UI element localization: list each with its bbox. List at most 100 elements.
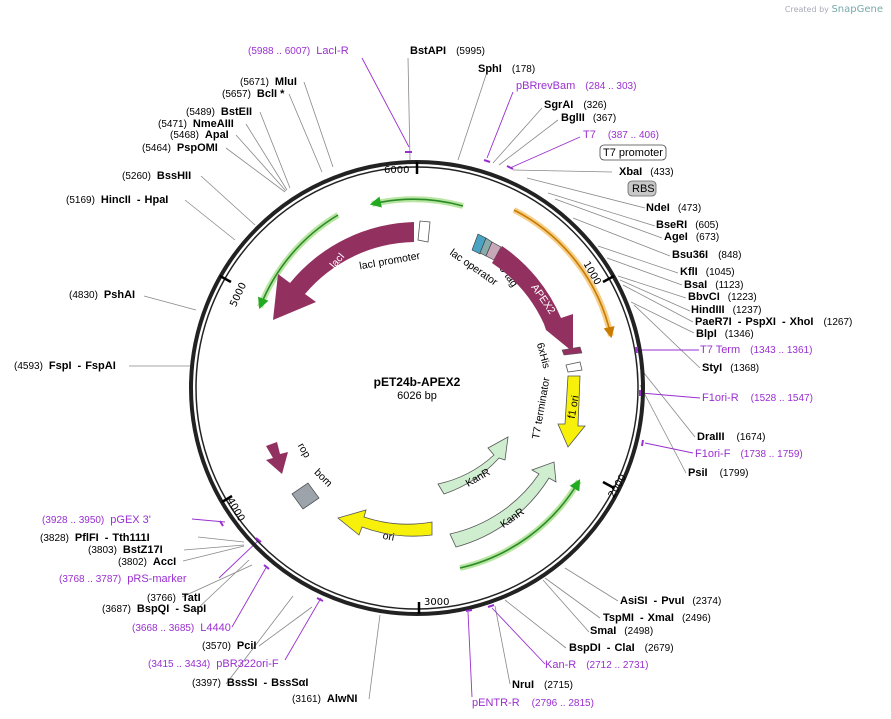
svg-text:(3803)BstZ17I: (3803)BstZ17I <box>88 544 163 556</box>
KanR-feature-1 <box>437 436 509 495</box>
plasmid-name: pET24b-APEX2 <box>374 375 461 389</box>
svg-text:(3161)AlwNI: (3161)AlwNI <box>292 693 357 705</box>
credit-text: Created by <box>784 5 829 14</box>
lacI-feature <box>273 222 414 320</box>
svg-text:(3768 .. 3787)pRS-marker: (3768 .. 3787)pRS-marker <box>59 573 187 585</box>
tick-3000: 3000 <box>424 597 449 608</box>
svg-text:SmaI(2498): SmaI(2498) <box>590 625 653 637</box>
svg-text:F1ori-R(1528 .. 1547): F1ori-R(1528 .. 1547) <box>702 392 813 404</box>
svg-text:(5464)PspOMI: (5464)PspOMI <box>142 142 218 154</box>
lacI-promoter-feature <box>417 220 431 243</box>
svg-text:F1ori-F(1738 .. 1759): F1ori-F(1738 .. 1759) <box>695 448 803 460</box>
enzyme-BstAPI: BstAPI <box>410 45 446 57</box>
svg-text:(4830)PshAI: (4830)PshAI <box>69 289 135 301</box>
svg-text:(5657)BclI *: (5657)BclI * <box>222 88 285 100</box>
svg-text:T7(387 .. 406): T7(387 .. 406) <box>583 129 659 141</box>
svg-text:(5169)HincII-HpaI: (5169)HincII-HpaI <box>66 194 168 206</box>
enzyme-labels: BstAPI(5995) SphI(178) SgrAI(326) BglII(… <box>14 45 852 705</box>
enzyme-MluI: MluI <box>275 76 297 88</box>
svg-text:(5671)MluI: (5671)MluI <box>240 76 297 88</box>
svg-text:KflI(1045): KflI(1045) <box>680 266 735 278</box>
primer-F1ori-R: F1ori-R <box>702 392 739 404</box>
primer-LacI-R: LacI-R <box>316 45 348 57</box>
T7-terminator-label: T7 terminator <box>530 376 553 440</box>
brand-name: SnapGene <box>831 4 883 15</box>
enzyme-BstEII: BstEII <box>221 106 252 118</box>
enzyme-BssSI: BssSI <box>227 677 258 689</box>
tick-5000: 5000 <box>228 281 249 309</box>
svg-text:BstAPI(5995): BstAPI(5995) <box>410 45 485 57</box>
enzyme-NmeAIII: NmeAIII <box>193 118 234 130</box>
f1-ori-feature <box>557 375 586 448</box>
lac-operator-feature <box>471 233 502 261</box>
primer-pENTR-R: pENTR-R <box>472 697 520 709</box>
T7-promoter-box <box>599 144 667 161</box>
svg-text:pBRrevBam(284 .. 303): pBRrevBam(284 .. 303) <box>516 80 636 92</box>
ori-feature <box>337 509 433 537</box>
enzyme-PflFI: PflFI <box>75 532 99 544</box>
svg-text:(3668 .. 3685)L4440: (3668 .. 3685)L4440 <box>132 622 231 634</box>
primer-marks <box>219 151 644 612</box>
svg-text:BglII(367): BglII(367) <box>561 112 616 124</box>
enzyme-BssHII: BssHII <box>157 170 191 182</box>
svg-text:(3570)PciI: (3570)PciI <box>202 640 256 652</box>
svg-text:PaeR7I-PspXI-XhoI(1267): PaeR7I-PspXI-XhoI(1267) <box>695 316 852 328</box>
enzyme-SgrAI: SgrAI <box>544 99 573 111</box>
RBS-label: RBS <box>632 183 655 195</box>
svg-text:(3766)TatI: (3766)TatI <box>147 592 201 604</box>
6xHis-feature <box>561 346 583 356</box>
RBS-box <box>627 180 657 197</box>
primer-pRS-marker: pRS-marker <box>127 573 187 585</box>
enzyme-FspI: FspI <box>49 360 72 372</box>
svg-text:TspMI-XmaI(2496): TspMI-XmaI(2496) <box>603 612 711 624</box>
enzyme-PsiI: PsiI <box>688 467 708 479</box>
svg-text:(3828)PflFI-Tth111I: (3828)PflFI-Tth111I <box>40 532 150 544</box>
enzyme-HincII: HincII <box>101 194 131 206</box>
svg-text:BsaI(1123): BsaI(1123) <box>684 279 743 291</box>
primer-F1ori-F: F1ori-F <box>695 448 731 460</box>
bom-feature <box>291 482 320 510</box>
svg-text:(3687)BspQI-SapI: (3687)BspQI-SapI <box>102 603 206 615</box>
svg-text:T7 Term(1343 .. 1361): T7 Term(1343 .. 1361) <box>700 344 812 356</box>
svg-text:StyI(1368): StyI(1368) <box>702 362 759 374</box>
enzyme-StyI: StyI <box>702 362 722 374</box>
svg-text:(5471)NmeAIII: (5471)NmeAIII <box>158 118 234 130</box>
primer-leader-lines <box>191 57 701 698</box>
svg-text:BlpI(1346): BlpI(1346) <box>696 328 754 340</box>
enzyme-BspQI: BspQI <box>137 603 169 615</box>
enzyme-PaeR7I: PaeR7I <box>695 316 732 328</box>
tick-6000: 6000 <box>384 165 409 176</box>
enzyme-NruI: NruI <box>512 679 534 691</box>
enzyme-SmaI: SmaI <box>590 625 616 637</box>
enzyme-AgeI: AgeI <box>664 231 688 243</box>
enzyme-HindIII: HindIII <box>691 304 725 316</box>
enzyme-BglII: BglII <box>561 112 585 124</box>
primer-labels: (5988 .. 6007)LacI-R pBRrevBam(284 .. 30… <box>42 45 813 709</box>
svg-text:XbaI(433): XbaI(433) <box>619 166 674 178</box>
svg-text:(5468)ApaI: (5468)ApaI <box>170 129 229 141</box>
ori-label: ori <box>382 530 396 544</box>
svg-text:PsiI(1799): PsiI(1799) <box>688 467 748 479</box>
svg-text:(4593)FspI-FspAI: (4593)FspI-FspAI <box>14 360 116 372</box>
enzyme-NdeI: NdeI <box>646 202 670 214</box>
T7-terminator-feature <box>565 361 583 373</box>
primer-T7: T7 <box>583 129 596 141</box>
lacI-promoter-label: lacI promoter <box>358 250 421 273</box>
enzyme-PspOMI: PspOMI <box>177 142 218 154</box>
leader-lines <box>129 57 701 700</box>
enzyme-KflI: KflI <box>680 266 698 278</box>
svg-text:BseRI(605): BseRI(605) <box>656 219 719 231</box>
KanR-arc <box>459 479 581 569</box>
svg-text:NdeI(473): NdeI(473) <box>646 202 701 214</box>
svg-text:(5260)BssHII: (5260)BssHII <box>122 170 191 182</box>
enzyme-SphI: SphI <box>478 63 502 75</box>
enzyme-ApaI: ApaI <box>205 129 229 141</box>
enzyme-AccI: AccI <box>153 556 176 568</box>
primer-pBRrevBam: pBRrevBam <box>516 80 575 92</box>
bom-label: bom <box>312 467 335 490</box>
KanR-feature-2 <box>449 461 557 548</box>
enzyme-BseRI: BseRI <box>656 219 687 231</box>
primer-T7-Term: T7 Term <box>700 344 740 356</box>
enzyme-BclI: BclI * <box>257 88 285 100</box>
